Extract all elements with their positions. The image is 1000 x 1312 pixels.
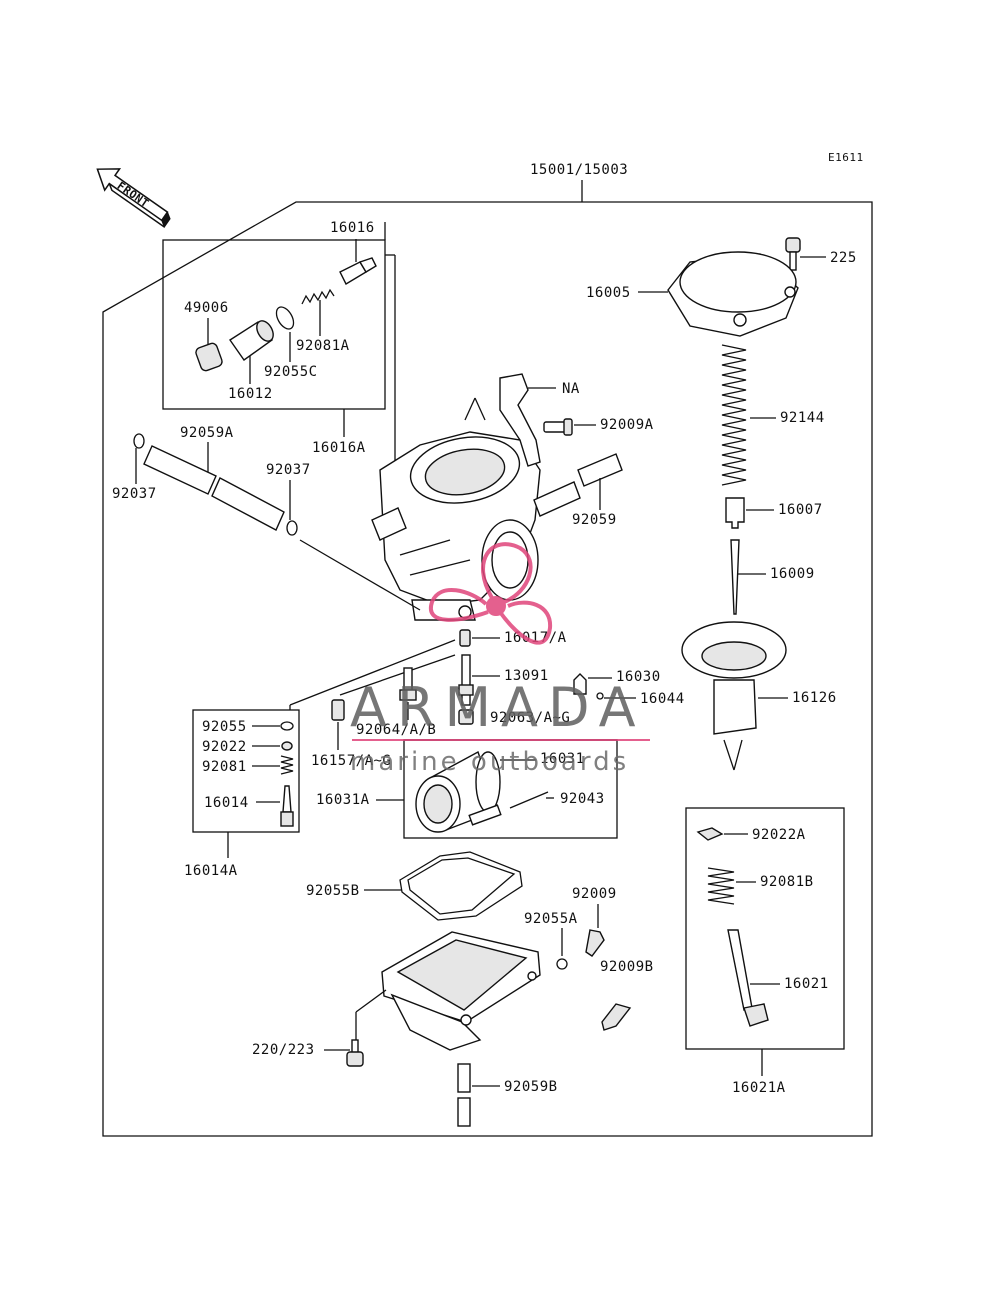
part-16005-cover: [667, 251, 799, 337]
label-assembly: 15001/15003: [530, 162, 628, 178]
label-16014A: 16014A: [184, 863, 238, 879]
label-16044: 16044: [640, 691, 685, 707]
label-92055A: 92055A: [524, 911, 578, 927]
label-16126: 16126: [792, 690, 837, 706]
label-92081A: 92081A: [296, 338, 350, 354]
part-16016: [339, 257, 377, 285]
part-92081B: [707, 867, 735, 905]
part-225-screw: [785, 237, 801, 271]
label-16157: 16157/A~G: [311, 753, 391, 769]
label-92043: 92043: [560, 791, 605, 807]
part-92059-hose: [533, 453, 623, 517]
label-225: 225: [830, 250, 857, 266]
part-92037-clip-a: [133, 433, 145, 449]
label-92009: 92009: [572, 886, 617, 902]
part-92081A: [301, 288, 335, 305]
part-16017: [459, 629, 471, 647]
subgroup-16014A: [192, 709, 300, 833]
part-13091: [458, 654, 474, 706]
part-220-screw: [346, 1039, 364, 1067]
part-16012: [229, 320, 274, 361]
part-49006: [195, 342, 223, 372]
label-92037-a: 92037: [112, 486, 157, 502]
label-16007: 16007: [778, 502, 823, 518]
watermark-logo: ARMADA marine outboards: [350, 542, 650, 777]
part-92022: [281, 741, 293, 751]
subgroup-16016A: [162, 239, 386, 410]
label-92144: 92144: [780, 410, 825, 426]
label-92009B: 92009B: [600, 959, 654, 975]
label-92081: 92081: [202, 759, 247, 775]
label-16031A: 16031A: [316, 792, 370, 808]
part-15001-carburetor-body: [371, 431, 541, 621]
part-16021: [727, 929, 769, 1027]
label-92063: 92063/A~G: [490, 710, 570, 726]
label-16014: 16014: [204, 795, 249, 811]
diagram-code: E1611: [828, 151, 864, 164]
part-92081: [280, 755, 294, 775]
label-92055B: 92055B: [306, 883, 360, 899]
label-16021A: 16021A: [732, 1080, 786, 1096]
label-16016A: 16016A: [312, 440, 366, 456]
label-92081B: 92081B: [760, 874, 814, 890]
label-92055C: 92055C: [264, 364, 318, 380]
label-16016: 16016: [330, 220, 375, 236]
watermark-tagline: marine outboards: [350, 747, 629, 777]
label-92009A: 92009A: [600, 417, 654, 433]
part-92009A: [543, 418, 573, 436]
propeller-icon: [428, 542, 553, 645]
label-16031: 16031: [540, 751, 585, 767]
part-92055A: [556, 958, 568, 970]
part-92009: [585, 929, 605, 957]
label-16009: 16009: [770, 566, 815, 582]
part-92064: [399, 667, 417, 701]
part-92055: [280, 721, 294, 731]
part-16030: [573, 673, 587, 695]
part-16007: [725, 497, 745, 529]
label-92064: 92064/A/B: [356, 722, 436, 738]
part-16009-needle: [730, 539, 740, 615]
part-float-bowl: [381, 931, 541, 1051]
label-49006: 49006: [184, 300, 229, 316]
front-arrow-icon: FRONT: [96, 168, 171, 229]
part-92043: [509, 791, 549, 809]
part-16014: [280, 785, 294, 827]
label-92059: 92059: [572, 512, 617, 528]
part-16157: [331, 699, 345, 721]
part-16031-intake: [415, 750, 502, 833]
label-16012: 16012: [228, 386, 273, 402]
part-92037-clip-b: [286, 520, 298, 536]
subgroup-16021A: [685, 807, 845, 1050]
part-NA-bracket: [499, 373, 541, 467]
watermark-brand: ARMADA: [350, 676, 646, 739]
part-92059B-hose: [457, 1063, 471, 1127]
part-92055C: [275, 306, 295, 330]
part-92144-spring: [721, 344, 747, 486]
label-92022A: 92022A: [752, 827, 806, 843]
part-16126-diaphragm: [681, 621, 787, 735]
label-16030: 16030: [616, 669, 661, 685]
label-92055: 92055: [202, 719, 247, 735]
outer-frame: [102, 201, 873, 1137]
label-92037-b: 92037: [266, 462, 311, 478]
label-92059B: 92059B: [504, 1079, 558, 1095]
part-16044: [596, 692, 604, 700]
part-92055B: [399, 851, 523, 921]
label-16021: 16021: [784, 976, 829, 992]
part-92059A: [143, 445, 285, 531]
label-92022: 92022: [202, 739, 247, 755]
part-92063: [458, 709, 474, 725]
label-13091: 13091: [504, 668, 549, 684]
label-NA: NA: [562, 381, 580, 397]
label-16005: 16005: [586, 285, 631, 301]
part-92022A: [696, 827, 724, 841]
label-92059A: 92059A: [180, 425, 234, 441]
part-92009B: [601, 1003, 632, 1031]
label-220: 220/223: [252, 1042, 315, 1058]
